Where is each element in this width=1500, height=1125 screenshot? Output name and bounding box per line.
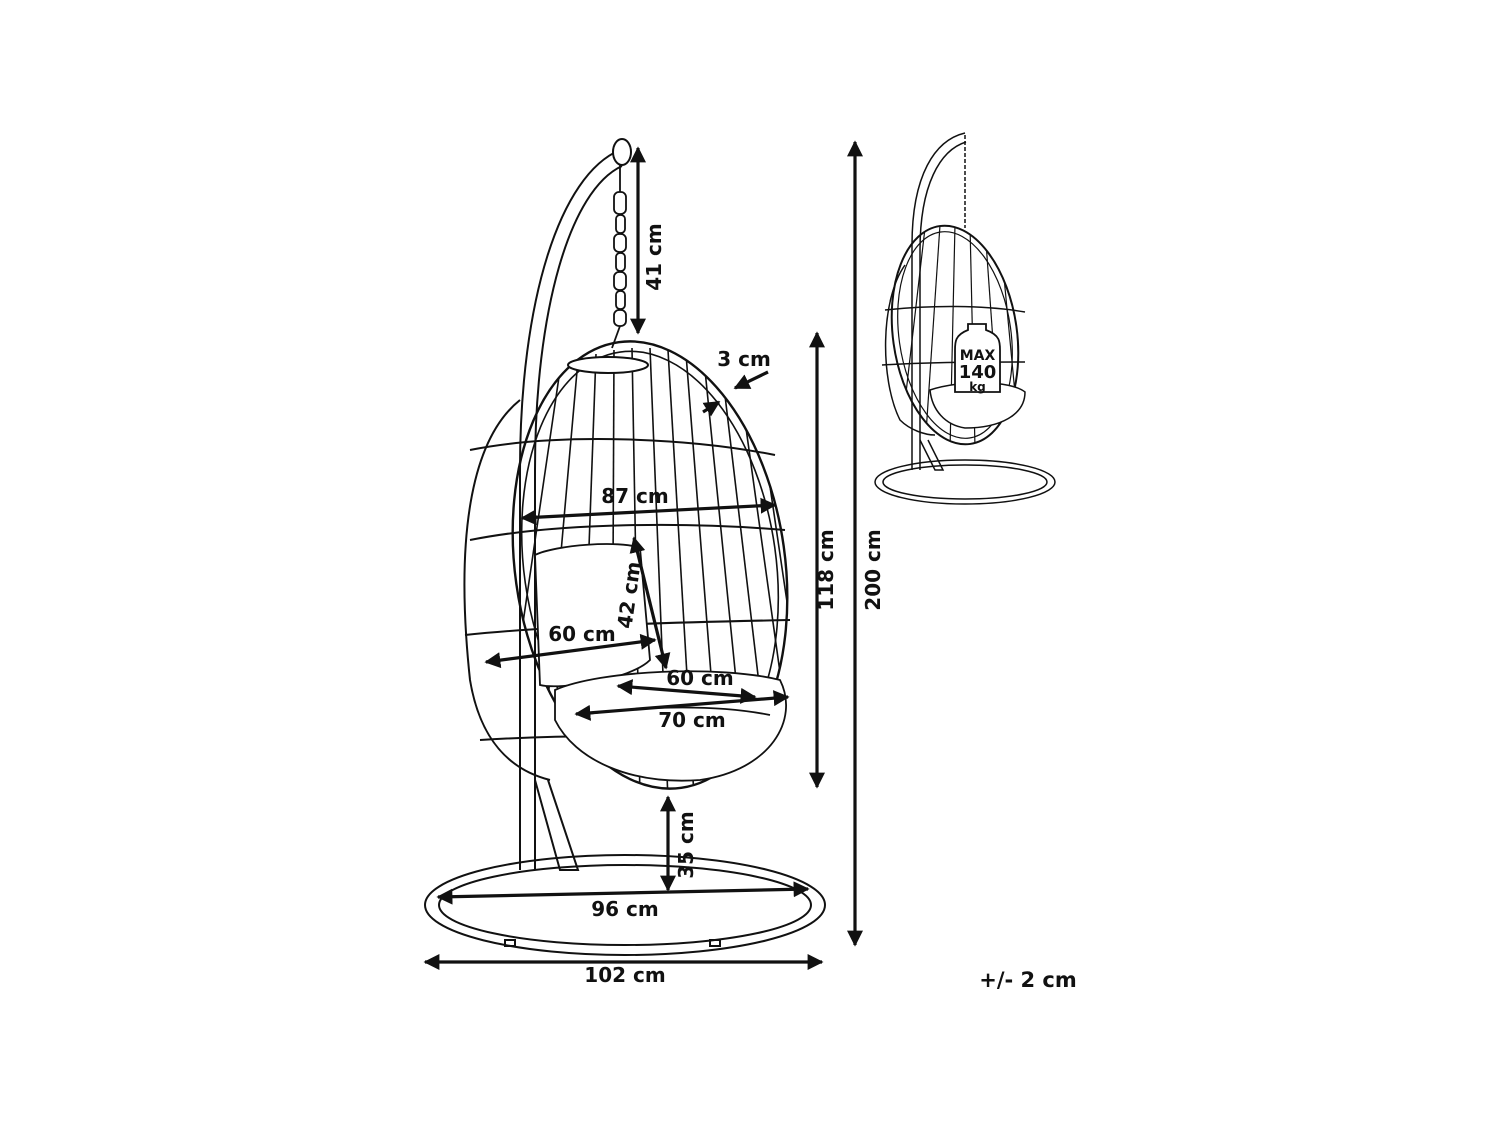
arrow-pod-width: [520, 497, 777, 526]
arrow-frame-thickness-inner: [702, 400, 721, 417]
label-seat-depth-inner: 60 cm: [548, 622, 616, 646]
max-load-label-line1: MAX: [960, 348, 996, 364]
label-base-diameter: 96 cm: [591, 897, 659, 921]
cushions: [534, 543, 787, 782]
arrow-seat-depth-inner: [484, 633, 657, 669]
small-pod: [881, 223, 1026, 451]
large-chair-drawing: [424, 138, 826, 956]
label-total-height: 200 cm: [861, 529, 885, 610]
label-ground-clearance: 35 cm: [674, 811, 698, 879]
tolerance-note: +/- 2 cm: [979, 968, 1077, 992]
arrow-frame-thickness: [733, 370, 769, 390]
chain: [611, 165, 627, 349]
max-load-weight-icon: [954, 323, 1001, 393]
label-hang-length: 41 cm: [642, 223, 666, 291]
small-stand-pole: [911, 132, 967, 471]
label-pod-height: 118 cm: [814, 529, 838, 610]
base-plate: [424, 854, 826, 956]
dimension-arrows: [423, 140, 863, 970]
label-seat-width-outer: 70 cm: [658, 708, 726, 732]
small-base-plate: [874, 459, 1056, 505]
max-load-label-line2: 140: [959, 362, 997, 383]
arrow-backrest-height: [629, 536, 671, 670]
max-load-label-line3: kg: [969, 380, 986, 394]
small-chair-drawing: [874, 132, 1056, 505]
arrow-base-diameter: [436, 881, 810, 905]
label-frame-thickness: 3 cm: [717, 347, 771, 371]
label-total-depth: 102 cm: [584, 963, 665, 987]
label-seat-width: 60 cm: [666, 666, 734, 690]
label-pod-width: 87 cm: [601, 484, 669, 508]
arrow-seat-width-outer: [574, 690, 790, 721]
